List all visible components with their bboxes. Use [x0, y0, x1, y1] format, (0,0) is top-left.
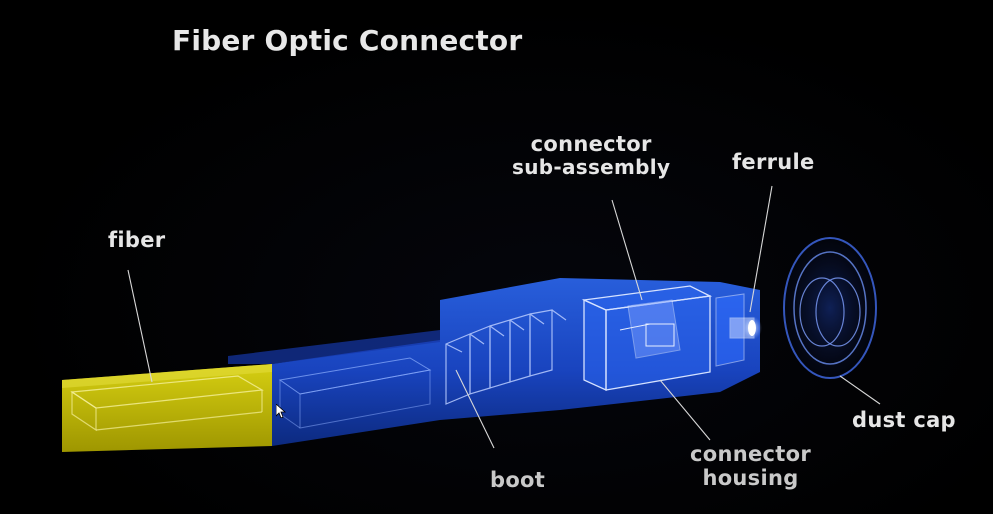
dust-cap-label: dust cap: [852, 408, 956, 432]
housing-label-line1: connector: [690, 442, 811, 466]
housing-leader-line: [659, 379, 711, 441]
ferrule-part: [715, 293, 762, 367]
dust-cap-leader-line: [839, 375, 881, 405]
mouse-pointer-icon: [276, 404, 286, 418]
sub-assembly-label-line1: connector: [530, 132, 652, 156]
ferrule-label: ferrule: [732, 150, 815, 174]
fiber-label: fiber: [108, 228, 166, 252]
fiber-leader-line: [127, 269, 153, 383]
sub-assembly-leader-line: [611, 199, 643, 301]
boot-label: boot: [490, 468, 546, 492]
leader-lines: [127, 185, 881, 449]
housing-label-line2: housing: [702, 466, 799, 491]
boot-leader-line: [455, 369, 495, 449]
dust-cap-part: [783, 237, 877, 379]
diagram-title: Fiber Optic Connector: [172, 24, 523, 57]
boot-part: [445, 309, 567, 405]
housing-part: [581, 285, 713, 392]
sub-assembly-label-line2: sub-assembly: [512, 155, 671, 180]
ferrule-leader-line: [749, 185, 773, 313]
fiber-part: [62, 364, 272, 452]
connector-sub-assembly-label: connector sub-assembly: [512, 132, 670, 179]
connector-housing-label: connector housing: [690, 442, 811, 490]
